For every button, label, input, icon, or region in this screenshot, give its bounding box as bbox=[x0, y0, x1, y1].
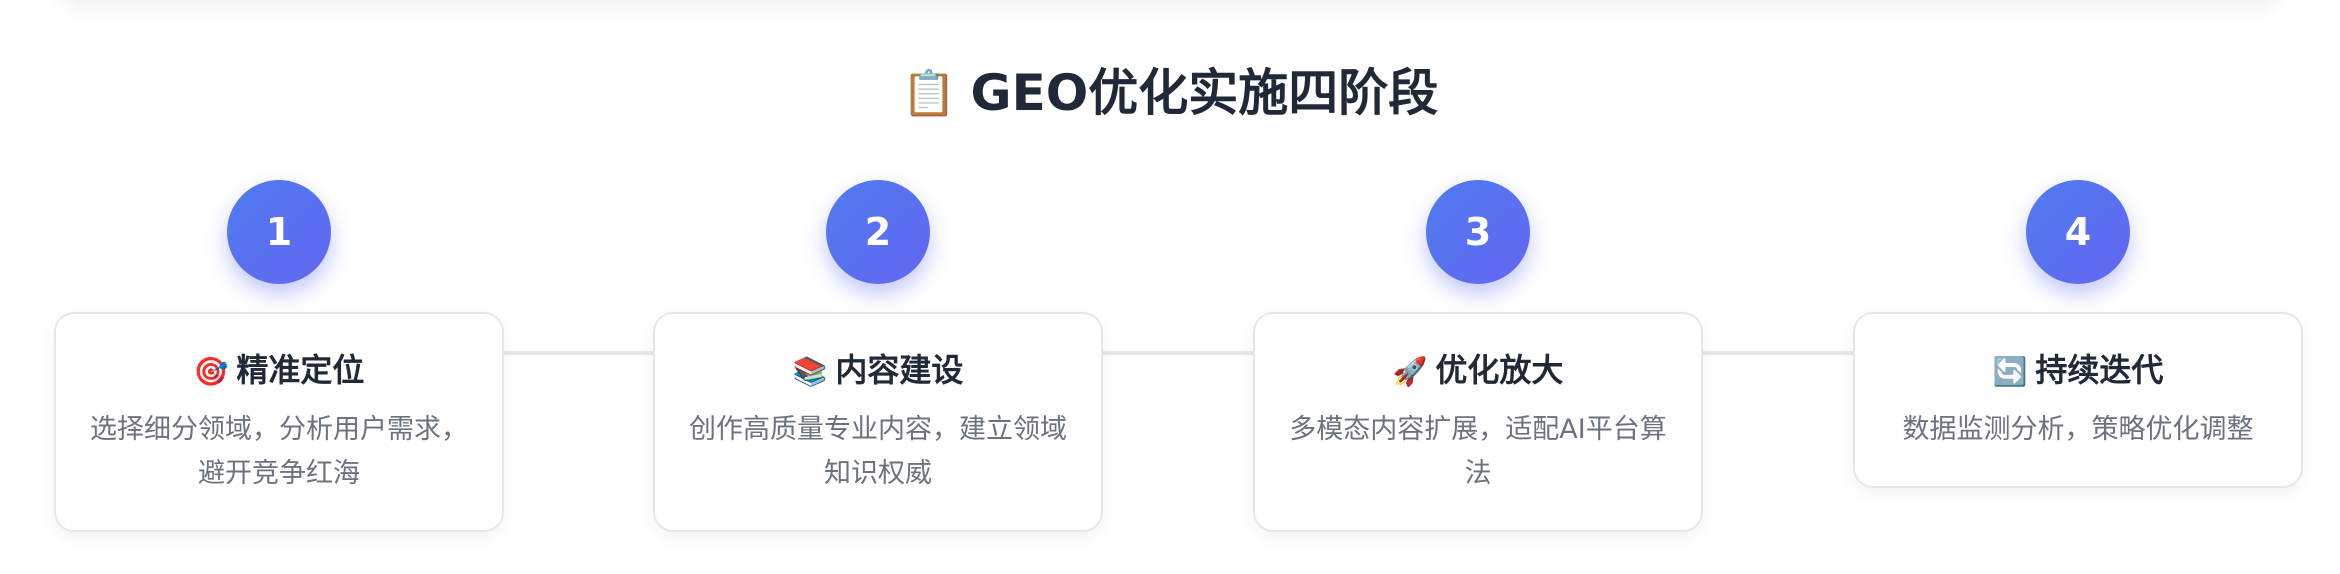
step-number-badge: 4 bbox=[2026, 180, 2130, 284]
step-title: 📚内容建设 bbox=[655, 348, 1101, 394]
books-icon: 📚 bbox=[792, 355, 828, 388]
step-description: 选择细分领域，分析用户需求，避开竞争红海 bbox=[90, 414, 468, 489]
connector-line-1-2 bbox=[502, 351, 653, 355]
step-card: 🔄持续迭代 数据监测分析，策略优化调整 bbox=[1853, 312, 2303, 488]
step-description: 数据监测分析，策略优化调整 bbox=[1902, 414, 2254, 445]
step-title: 🚀优化放大 bbox=[1255, 348, 1701, 394]
section-title: 📋 GEO优化实施四阶段 bbox=[0, 58, 2340, 129]
step-card: 🎯精准定位 选择细分领域，分析用户需求，避开竞争红海 bbox=[54, 312, 504, 532]
target-icon: 🎯 bbox=[193, 355, 229, 388]
connector-line-2-3 bbox=[1101, 351, 1253, 355]
section-title-text: GEO优化实施四阶段 bbox=[970, 64, 1439, 122]
step-description: 多模态内容扩展，适配AI平台算法 bbox=[1289, 414, 1667, 489]
step-card: 📚内容建设 创作高质量专业内容，建立领域知识权威 bbox=[653, 312, 1103, 532]
step-title-text: 内容建设 bbox=[835, 351, 964, 389]
rocket-icon: 🚀 bbox=[1392, 355, 1428, 388]
step-title: 🔄持续迭代 bbox=[1855, 348, 2301, 394]
step-number-badge: 2 bbox=[826, 180, 930, 284]
step-number-badge: 1 bbox=[227, 180, 331, 284]
step-description: 创作高质量专业内容，建立领域知识权威 bbox=[689, 414, 1067, 489]
step-title-text: 优化放大 bbox=[1435, 351, 1564, 389]
connector-line-3-4 bbox=[1701, 351, 1853, 355]
clipboard-icon: 📋 bbox=[901, 68, 957, 119]
step-title: 🎯精准定位 bbox=[56, 348, 502, 394]
refresh-icon: 🔄 bbox=[1992, 355, 2028, 388]
step-number-badge: 3 bbox=[1426, 180, 1530, 284]
step-card: 🚀优化放大 多模态内容扩展，适配AI平台算法 bbox=[1253, 312, 1703, 532]
step-title-text: 持续迭代 bbox=[2035, 351, 2164, 389]
step-title-text: 精准定位 bbox=[236, 351, 365, 389]
